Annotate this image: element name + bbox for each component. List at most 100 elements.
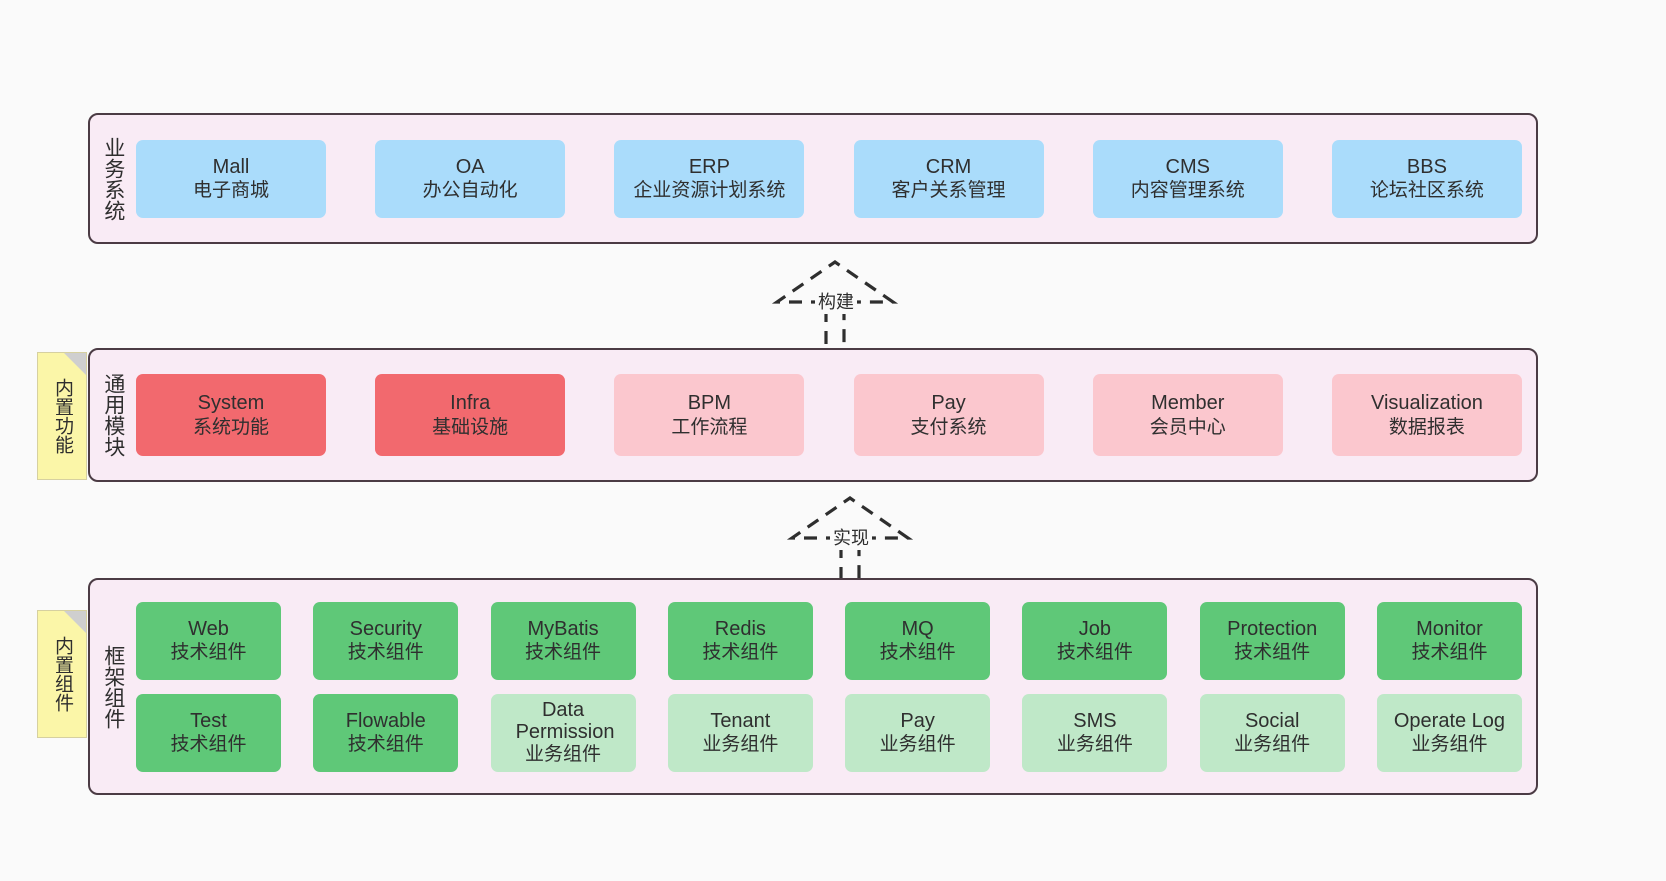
node-subtitle: 技术组件 xyxy=(170,642,247,664)
row-business-components: Test 技术组件 Flowable 技术组件 Data Permission … xyxy=(136,693,1522,772)
implement-arrow-icon xyxy=(786,496,914,580)
node-title: Operate Log xyxy=(1393,709,1506,732)
node-subtitle: 系统功能 xyxy=(192,416,269,438)
layer-body-common-modules: System 系统功能 Infra 基础设施 BPM 工作流程 Pay 支付系统… xyxy=(136,350,1536,480)
node-title: Job xyxy=(1078,617,1112,640)
node-infra[interactable]: Infra 基础设施 xyxy=(375,374,566,456)
node-subtitle: 会员中心 xyxy=(1149,416,1226,438)
node-redis[interactable]: Redis 技术组件 xyxy=(667,601,813,680)
node-title: SMS xyxy=(1073,709,1117,732)
layer-business-systems: 业务系统 Mall 电子商城 OA 办公自动化 ERP 企业资源计划系统 CRM… xyxy=(88,113,1538,244)
layer-title-framework-components: 框架组件 xyxy=(101,644,125,729)
node-monitor[interactable]: Monitor 技术组件 xyxy=(1376,601,1522,680)
node-member[interactable]: Member 会员中心 xyxy=(1092,374,1283,456)
node-mall[interactable]: Mall 电子商城 xyxy=(136,139,326,218)
node-flowable[interactable]: Flowable 技术组件 xyxy=(313,693,459,772)
node-subtitle: 技术组件 xyxy=(170,734,247,756)
node-title: Test xyxy=(190,709,227,732)
layer-title-common-modules: 通用模块 xyxy=(101,373,125,457)
node-subtitle: 业务组件 xyxy=(879,734,956,756)
node-title: MQ xyxy=(901,617,934,640)
row-technical-components: Web 技术组件 Security 技术组件 MyBatis 技术组件 Redi… xyxy=(136,601,1522,680)
node-subtitle: 业务组件 xyxy=(525,744,602,766)
node-bpm[interactable]: BPM 工作流程 xyxy=(614,374,805,456)
node-title: BBS xyxy=(1406,155,1447,178)
node-erp[interactable]: ERP 企业资源计划系统 xyxy=(614,139,805,218)
node-subtitle: 技术组件 xyxy=(1056,642,1133,664)
node-title: OA xyxy=(455,155,485,178)
node-security[interactable]: Security 技术组件 xyxy=(313,601,459,680)
node-subtitle: 内容管理系统 xyxy=(1130,180,1245,202)
node-title: Protection xyxy=(1227,617,1318,640)
note-fold-icon xyxy=(64,353,86,375)
node-pay-component[interactable]: Pay 业务组件 xyxy=(845,693,991,772)
node-sms[interactable]: SMS 业务组件 xyxy=(1022,693,1168,772)
node-bbs[interactable]: BBS 论坛社区系统 xyxy=(1331,139,1522,218)
node-mq[interactable]: MQ 技术组件 xyxy=(845,601,991,680)
node-subtitle: 支付系统 xyxy=(910,416,987,438)
node-system[interactable]: System 系统功能 xyxy=(136,374,326,456)
node-title: BPM xyxy=(687,392,732,415)
sticky-note-label: 内置组件 xyxy=(51,636,73,712)
node-subtitle: 电子商城 xyxy=(192,180,269,202)
node-subtitle: 业务组件 xyxy=(702,734,779,756)
connector-build-label: 构建 xyxy=(815,288,857,314)
node-crm[interactable]: CRM 客户关系管理 xyxy=(853,139,1044,218)
node-title: MyBatis xyxy=(527,617,599,640)
node-subtitle: 技术组件 xyxy=(347,642,424,664)
node-title: Flowable xyxy=(345,709,426,732)
node-title: Tenant xyxy=(710,709,771,732)
layer-common-modules: 通用模块 System 系统功能 Infra 基础设施 BPM 工作流程 Pay… xyxy=(88,348,1538,482)
node-subtitle: 技术组件 xyxy=(1234,642,1311,664)
node-title: Pay xyxy=(931,392,966,415)
connector-implement-label: 实现 xyxy=(830,524,872,550)
sticky-note-builtin-features: 内置功能 xyxy=(37,352,87,480)
node-oa[interactable]: OA 办公自动化 xyxy=(375,139,566,218)
node-title: Social xyxy=(1244,709,1300,732)
sticky-note-label: 内置功能 xyxy=(51,378,73,454)
layer-body-business-systems: Mall 电子商城 OA 办公自动化 ERP 企业资源计划系统 CRM 客户关系… xyxy=(136,115,1536,242)
node-mybatis[interactable]: MyBatis 技术组件 xyxy=(490,601,636,680)
node-title: Member xyxy=(1151,392,1225,415)
node-visualization[interactable]: Visualization 数据报表 xyxy=(1331,374,1522,456)
node-subtitle: 技术组件 xyxy=(702,642,779,664)
node-title: Infra xyxy=(450,392,491,415)
connector-implement: 实现 xyxy=(765,492,935,582)
row-business-systems: Mall 电子商城 OA 办公自动化 ERP 企业资源计划系统 CRM 客户关系… xyxy=(136,139,1522,218)
node-subtitle: 企业资源计划系统 xyxy=(633,180,786,202)
node-subtitle: 技术组件 xyxy=(347,734,424,756)
node-subtitle: 技术组件 xyxy=(525,642,602,664)
node-subtitle: 业务组件 xyxy=(1056,734,1133,756)
node-title: Redis xyxy=(714,617,766,640)
node-tenant[interactable]: Tenant 业务组件 xyxy=(667,693,813,772)
node-subtitle: 基础设施 xyxy=(432,416,509,438)
layer-body-framework-components: Web 技术组件 Security 技术组件 MyBatis 技术组件 Redi… xyxy=(136,580,1536,793)
node-subtitle: 业务组件 xyxy=(1234,734,1311,756)
node-data-permission[interactable]: Data Permission 业务组件 xyxy=(490,693,636,772)
node-title: System xyxy=(197,392,265,415)
connector-build: 构建 xyxy=(750,256,920,346)
node-subtitle: 工作流程 xyxy=(671,416,748,438)
node-operate-log[interactable]: Operate Log 业务组件 xyxy=(1376,693,1522,772)
node-job[interactable]: Job 技术组件 xyxy=(1022,601,1168,680)
node-subtitle: 客户关系管理 xyxy=(891,180,1006,202)
node-test[interactable]: Test 技术组件 xyxy=(136,693,281,772)
node-title: Monitor xyxy=(1416,617,1483,640)
node-subtitle: 业务组件 xyxy=(1411,734,1488,756)
node-subtitle: 论坛社区系统 xyxy=(1369,180,1484,202)
node-pay-module[interactable]: Pay 支付系统 xyxy=(853,374,1044,456)
node-subtitle: 技术组件 xyxy=(1411,642,1488,664)
layer-framework-components: 框架组件 Web 技术组件 Security 技术组件 MyBatis 技术组件… xyxy=(88,578,1538,795)
node-title: Web xyxy=(188,617,229,640)
node-protection[interactable]: Protection 技术组件 xyxy=(1199,601,1345,680)
node-cms[interactable]: CMS 内容管理系统 xyxy=(1092,139,1283,218)
node-web[interactable]: Web 技术组件 xyxy=(136,601,281,680)
node-title: Pay xyxy=(900,709,935,732)
row-common-modules: System 系统功能 Infra 基础设施 BPM 工作流程 Pay 支付系统… xyxy=(136,374,1522,456)
node-title: CRM xyxy=(925,155,972,178)
node-social[interactable]: Social 业务组件 xyxy=(1199,693,1345,772)
sticky-note-builtin-components: 内置组件 xyxy=(37,610,87,738)
node-title: Security xyxy=(349,617,422,640)
node-subtitle: 技术组件 xyxy=(879,642,956,664)
note-fold-icon xyxy=(64,611,86,633)
